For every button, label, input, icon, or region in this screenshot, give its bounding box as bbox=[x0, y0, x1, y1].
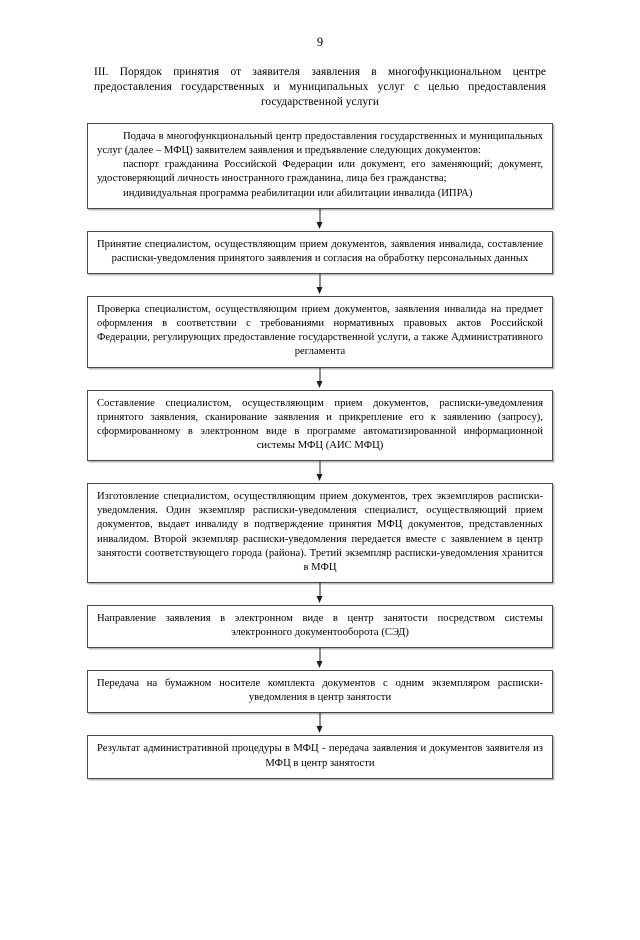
connector-line-icon bbox=[319, 713, 321, 729]
flow-node-2: Принятие специалистом, осуществляющим пр… bbox=[87, 230, 553, 274]
flow-connector-2 bbox=[87, 273, 553, 296]
connector-line-icon bbox=[319, 208, 321, 224]
flow-node-6-paragraph-1: Направление заявления в электронном виде… bbox=[97, 612, 543, 639]
flow-node-1-paragraph-2: паспорт гражданина Российской Федерации … bbox=[97, 159, 543, 185]
page-number: 9 bbox=[316, 35, 324, 49]
flow-node-5: Изготовление специалистом, осуществляющи… bbox=[87, 483, 553, 583]
flow-node-7-paragraph-1: Передача на бумажном носителе комплекта … bbox=[97, 678, 543, 704]
flow-node-3-paragraph-1: Проверка специалистом, осуществляющим пр… bbox=[97, 303, 543, 358]
arrow-down-icon bbox=[316, 726, 323, 734]
flow-node-6: Направление заявления в электронном виде… bbox=[87, 604, 553, 649]
arrow-down-icon bbox=[316, 286, 323, 294]
flow-node-4: Составление специалистом, осуществляющим… bbox=[87, 389, 553, 462]
flow-node-1: Подача в многофункциональный центр предо… bbox=[87, 122, 553, 209]
flow-node-1-paragraph-1: Подача в многофункциональный центр предо… bbox=[97, 130, 543, 157]
flow-connector-1 bbox=[87, 208, 553, 231]
flow-node-1-paragraph-3: индивидуальная программа реабилитации ил… bbox=[123, 187, 473, 199]
flow-node-8: Результат административной процедуры в М… bbox=[87, 735, 553, 779]
connector-line-icon bbox=[319, 648, 321, 664]
flow-node-8-paragraph-1: Результат административной процедуры в М… bbox=[97, 743, 543, 769]
arrow-down-icon bbox=[316, 380, 323, 388]
arrow-down-icon bbox=[316, 595, 323, 603]
flow-connector-6 bbox=[87, 648, 553, 670]
flow-connector-3 bbox=[87, 367, 553, 390]
section-heading: III. Порядок принятия от заявителя заявл… bbox=[94, 65, 546, 110]
flow-node-7: Передача на бумажном носителе комплекта … bbox=[87, 670, 553, 714]
connector-line-icon bbox=[319, 367, 321, 383]
connector-line-icon bbox=[319, 461, 321, 477]
flow-node-3: Проверка специалистом, осуществляющим пр… bbox=[87, 295, 553, 368]
flow-connector-7 bbox=[87, 713, 553, 735]
flow-node-2-paragraph-1: Принятие специалистом, осуществляющим пр… bbox=[97, 238, 543, 264]
flow-node-5-paragraph-1: Изготовление специалистом, осуществляющи… bbox=[97, 491, 543, 573]
section-heading-text: III. Порядок принятия от заявителя заявл… bbox=[94, 65, 546, 108]
connector-line-icon bbox=[319, 273, 321, 289]
flow-node-4-paragraph-1: Составление специалистом, осуществляющим… bbox=[97, 397, 543, 451]
flow-connector-5 bbox=[87, 582, 553, 605]
flowchart: Подача в многофункциональный центр предо… bbox=[87, 122, 553, 779]
arrow-down-icon bbox=[316, 221, 323, 229]
document-page: 9 III. Порядок принятия от заявителя зая… bbox=[0, 36, 640, 940]
connector-line-icon bbox=[319, 582, 321, 598]
arrow-down-icon bbox=[316, 474, 323, 482]
arrow-down-icon bbox=[316, 661, 323, 669]
flow-connector-4 bbox=[87, 461, 553, 483]
